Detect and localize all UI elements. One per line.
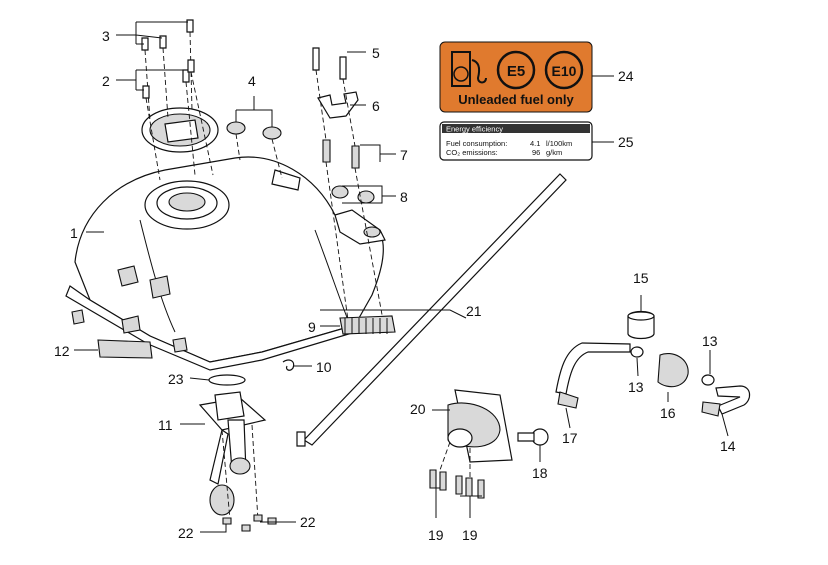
fuel-line-assembly xyxy=(555,310,751,417)
fuel-consumption-value: 4.1 xyxy=(530,139,540,148)
clip xyxy=(282,359,295,371)
e5-badge xyxy=(496,50,536,90)
callout-21: 21 xyxy=(466,303,482,319)
callout-22b: 22 xyxy=(300,514,316,530)
callout-19b: 19 xyxy=(462,527,478,543)
callout-11: 11 xyxy=(158,417,173,433)
o-ring xyxy=(208,374,246,386)
callout-18: 18 xyxy=(532,465,548,481)
unleaded-fuel-label: E5 E10 Unleaded fuel only xyxy=(439,41,593,113)
callout-5: 5 xyxy=(372,45,380,61)
fuel-consumption-label: Fuel consumption: xyxy=(446,139,507,148)
callout-23: 23 xyxy=(168,371,184,387)
rubber-grommets xyxy=(226,121,283,179)
co2-label: CO₂ emissions: xyxy=(446,148,498,157)
callout-17: 17 xyxy=(562,430,578,446)
leader-lines xyxy=(74,21,729,533)
callout-3: 3 xyxy=(102,28,110,44)
callout-14: 14 xyxy=(720,438,736,454)
fuel-pump-icon xyxy=(451,51,487,87)
cap-bolts xyxy=(141,19,214,181)
filler-cap xyxy=(141,107,219,153)
fuel-sender-unit xyxy=(429,389,513,499)
callout-16: 16 xyxy=(660,405,676,421)
callout-13a: 13 xyxy=(628,379,644,395)
callout-20: 20 xyxy=(410,401,426,417)
fuel-pump-unit xyxy=(198,391,277,532)
side-pad xyxy=(97,339,153,359)
no-lead-icon xyxy=(453,66,469,82)
e5-text: E5 xyxy=(507,63,525,80)
e10-text: E10 xyxy=(552,63,577,79)
co2-unit: g/km xyxy=(546,148,562,157)
callout-10: 10 xyxy=(316,359,332,375)
banjo-bolt xyxy=(517,428,549,446)
rubber-pad xyxy=(339,315,396,335)
unleaded-caption: Unleaded fuel only xyxy=(458,92,574,107)
e10-badge xyxy=(544,50,584,90)
fuel-consumption-unit: l/100km xyxy=(546,139,572,148)
callout-numbers: 1 2 3 4 5 6 7 8 9 10 11 12 13 13 14 15 1… xyxy=(54,28,736,543)
rear-mount-hardware xyxy=(312,47,384,321)
co2-value: 96 xyxy=(532,148,540,157)
callout-22a: 22 xyxy=(178,525,194,541)
callout-8: 8 xyxy=(400,189,408,205)
energy-title: Energy efficiency xyxy=(446,125,503,134)
energy-efficiency-label: Energy efficiency Fuel consumption: 4.1 … xyxy=(439,121,593,161)
callout-15: 15 xyxy=(633,270,649,286)
callout-24: 24 xyxy=(618,68,634,84)
callout-6: 6 xyxy=(372,98,380,114)
callout-4: 4 xyxy=(248,73,256,89)
callout-1: 1 xyxy=(70,225,78,241)
callout-25: 25 xyxy=(618,134,634,150)
callout-9: 9 xyxy=(308,319,316,335)
callout-12: 12 xyxy=(54,343,70,359)
callout-13b: 13 xyxy=(702,333,718,349)
callout-7: 7 xyxy=(400,147,408,163)
callout-2: 2 xyxy=(102,73,110,89)
fuel-tank xyxy=(65,156,386,371)
callout-19a: 19 xyxy=(428,527,444,543)
